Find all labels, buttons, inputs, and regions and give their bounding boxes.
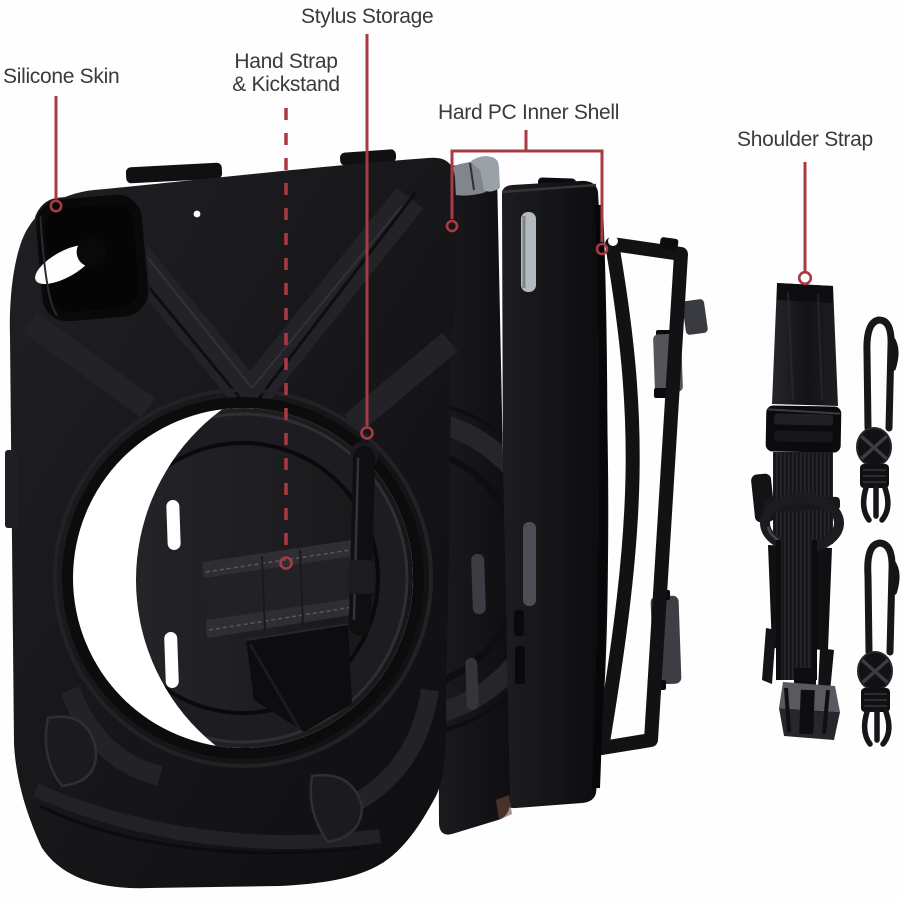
label-hand-strap-kickstand: Hand Strap & Kickstand: [212, 50, 360, 96]
strap-clip-top: [856, 316, 899, 523]
label-hand-strap-line1: Hand Strap: [234, 50, 338, 73]
callout-line-hard-pc-inner-shell: [445, 130, 609, 256]
callout-line-hand-strap-kickstand: [279, 108, 293, 570]
label-hand-strap-line2: & Kickstand: [232, 72, 340, 96]
mic-hole: [193, 210, 201, 218]
camera-cutout: [34, 192, 151, 324]
label-silicone-skin: Silicone Skin: [3, 65, 120, 88]
kickstand: [245, 623, 352, 732]
label-hard-pc-inner-shell: Hard PC Inner Shell: [438, 101, 620, 124]
callout-line-stylus-storage: [360, 34, 374, 440]
label-shoulder-strap: Shoulder Strap: [737, 128, 873, 151]
label-stylus-storage: Stylus Storage: [301, 5, 434, 28]
stylus: [347, 441, 379, 636]
hand-strap: [202, 540, 357, 638]
frame-corner-hole: [608, 236, 618, 246]
kickstand-hinge: [446, 162, 486, 196]
callout-line-silicone-skin: [49, 96, 63, 213]
strap-side-release-buckle: [779, 668, 840, 740]
shoulder-strap: [751, 283, 844, 740]
strap-adjuster-buckle: [765, 405, 842, 453]
callout-lines: [49, 34, 813, 570]
hard-pc-shell-rear: [501, 177, 609, 809]
callout-line-shoulder-strap: [797, 162, 813, 286]
bumper-frame-layer: [595, 236, 708, 755]
silicone-skin-case: [5, 149, 459, 889]
strap-clip-bottom: [857, 539, 900, 747]
hard-pc-shell-front: [436, 156, 512, 835]
